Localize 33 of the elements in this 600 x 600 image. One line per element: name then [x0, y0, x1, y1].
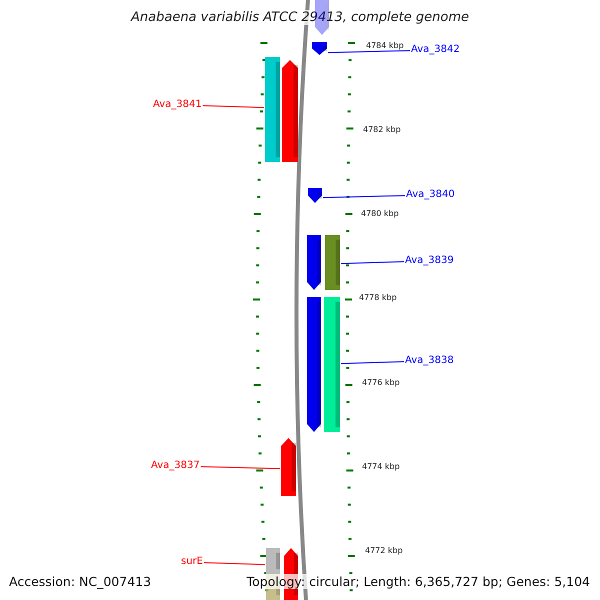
- gene-feature: [325, 235, 340, 290]
- gene-feature: [307, 235, 321, 290]
- scale-label: 4778 kbp: [359, 293, 397, 302]
- gene-feature: [312, 42, 327, 55]
- scale-label: 4782 kbp: [363, 125, 401, 134]
- genome-info-text: Topology: circular; Length: 6,365,727 bp; Genes: 5,104: [246, 574, 591, 589]
- leader-line: [200, 466, 280, 470]
- gene-feature: [282, 60, 298, 162]
- scale-label: 4774 kbp: [362, 462, 400, 471]
- scale-label: 4784 kbp: [366, 41, 404, 50]
- gene-label: Ava_3842: [411, 44, 460, 55]
- gene-label: Ava_3841: [153, 99, 202, 110]
- accession-text: Accession: NC_007413: [8, 574, 152, 589]
- scale-label: 4776 kbp: [362, 378, 400, 387]
- gene-feature: [324, 297, 340, 432]
- leader-line: [340, 261, 404, 264]
- gene-feature: [266, 548, 280, 574]
- leader-line: [340, 361, 404, 364]
- gene-label: Ava_3838: [405, 355, 454, 366]
- scale-label: 4772 kbp: [365, 546, 403, 555]
- leader-line: [322, 195, 406, 198]
- gene-label: surE: [181, 556, 203, 567]
- leader-line: [328, 50, 410, 54]
- scale-label: 4780 kbp: [361, 209, 399, 218]
- gene-feature: [265, 57, 280, 162]
- gene-label: Ava_3837: [151, 460, 200, 471]
- gene-feature: [281, 438, 296, 496]
- leader-line: [202, 105, 264, 108]
- gene-feature: [308, 188, 322, 203]
- gene-label: Ava_3839: [405, 255, 454, 266]
- leader-line: [203, 562, 266, 566]
- gene-label: Ava_3840: [406, 189, 455, 200]
- gene-feature: [307, 297, 321, 432]
